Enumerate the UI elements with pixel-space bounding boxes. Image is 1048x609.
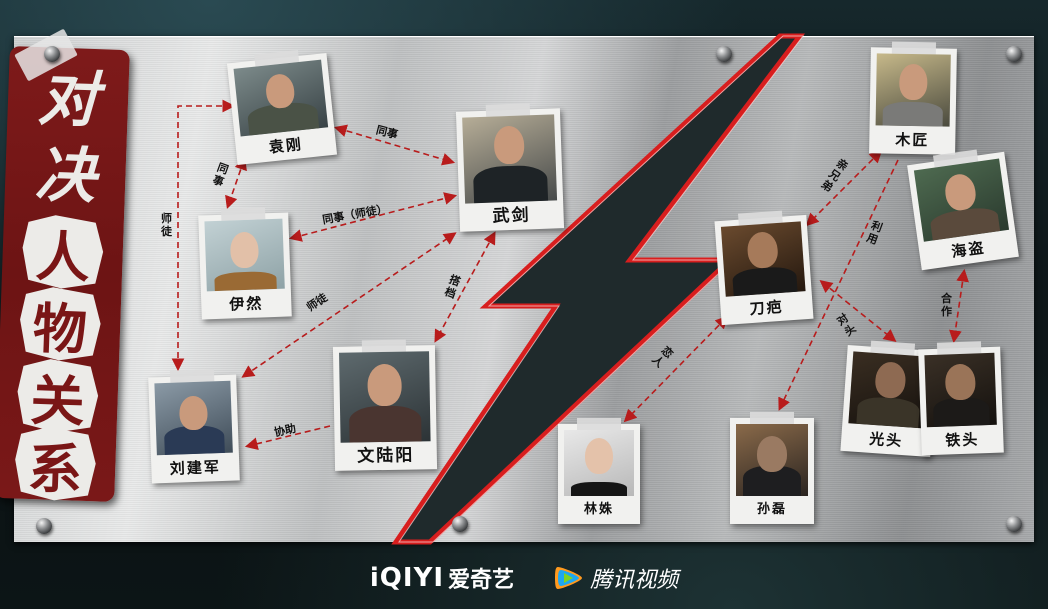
character-name: 木匠 <box>895 130 930 150</box>
title-char: 物 <box>17 285 104 364</box>
character-card-wujian[interactable]: 武剑 <box>455 103 565 232</box>
character-card-wenluyang[interactable]: 文陆阳 <box>332 339 438 471</box>
rivet-icon <box>36 518 52 534</box>
title-char: 关 <box>14 356 101 435</box>
character-card-mujiang[interactable]: 木匠 <box>869 41 957 155</box>
character-photo <box>462 114 558 204</box>
relation-label: 师徒 <box>161 212 172 238</box>
tape-strip <box>891 41 937 55</box>
character-name: 刘建军 <box>169 458 222 478</box>
character-photo <box>924 352 997 428</box>
character-name: 伊然 <box>229 294 264 314</box>
character-card-tietou[interactable]: 铁头 <box>918 341 1004 456</box>
rivet-icon <box>452 516 468 532</box>
character-name: 文陆阳 <box>357 445 415 467</box>
character-photo <box>564 430 634 496</box>
character-name: 林姝 <box>583 502 614 517</box>
tape-strip <box>750 412 794 424</box>
character-card-sunlei[interactable]: 孙磊 <box>730 412 814 524</box>
character-photo <box>204 218 285 292</box>
character-photo <box>913 158 1010 242</box>
title-char: 系 <box>12 424 99 503</box>
character-name: 铁头 <box>945 430 980 450</box>
iqiyi-chinese: 爱奇艺 <box>448 568 515 593</box>
character-photo <box>875 53 951 127</box>
relation-label: 合作 <box>941 292 952 318</box>
character-card-daoba[interactable]: 刀疤 <box>714 210 814 326</box>
tape-strip <box>361 339 407 353</box>
rivet-icon <box>1006 516 1022 532</box>
rivet-icon <box>1006 46 1022 62</box>
tencent-chinese: 腾讯视频 <box>590 568 679 593</box>
character-card-linshu[interactable]: 林姝 <box>558 418 640 524</box>
title-char: 人 <box>19 213 106 292</box>
character-name: 孙磊 <box>756 502 787 517</box>
rivet-icon <box>716 46 732 62</box>
character-photo <box>720 221 806 297</box>
tencent-video-logo: 腾讯视频 <box>554 562 678 594</box>
tape-strip <box>577 418 621 430</box>
iqiyi-latin: iQIYI <box>369 563 445 593</box>
character-photo <box>736 424 808 496</box>
character-name: 武剑 <box>492 205 531 227</box>
character-photo <box>233 59 329 137</box>
character-card-yuangang[interactable]: 袁刚 <box>226 50 338 165</box>
footer-logos: iQIYI 爱奇艺 腾讯视频 <box>0 556 1048 600</box>
character-card-yiran[interactable]: 伊然 <box>198 207 292 320</box>
character-photo <box>339 351 431 443</box>
title-banner: 对 决 人 物 关 系 <box>0 46 130 502</box>
pin-icon <box>44 46 60 62</box>
character-photo <box>154 380 233 456</box>
character-name: 刀疤 <box>749 297 785 319</box>
iqiyi-logo: iQIYI 爱奇艺 <box>370 562 514 594</box>
character-card-haidao[interactable]: 海盗 <box>907 149 1019 271</box>
title-char: 决 <box>34 139 97 212</box>
character-card-liujianjun[interactable]: 刘建军 <box>148 369 240 484</box>
lightning-bolt-divider <box>391 33 806 545</box>
character-name: 光头 <box>868 429 904 451</box>
tencent-play-icon <box>555 567 583 589</box>
